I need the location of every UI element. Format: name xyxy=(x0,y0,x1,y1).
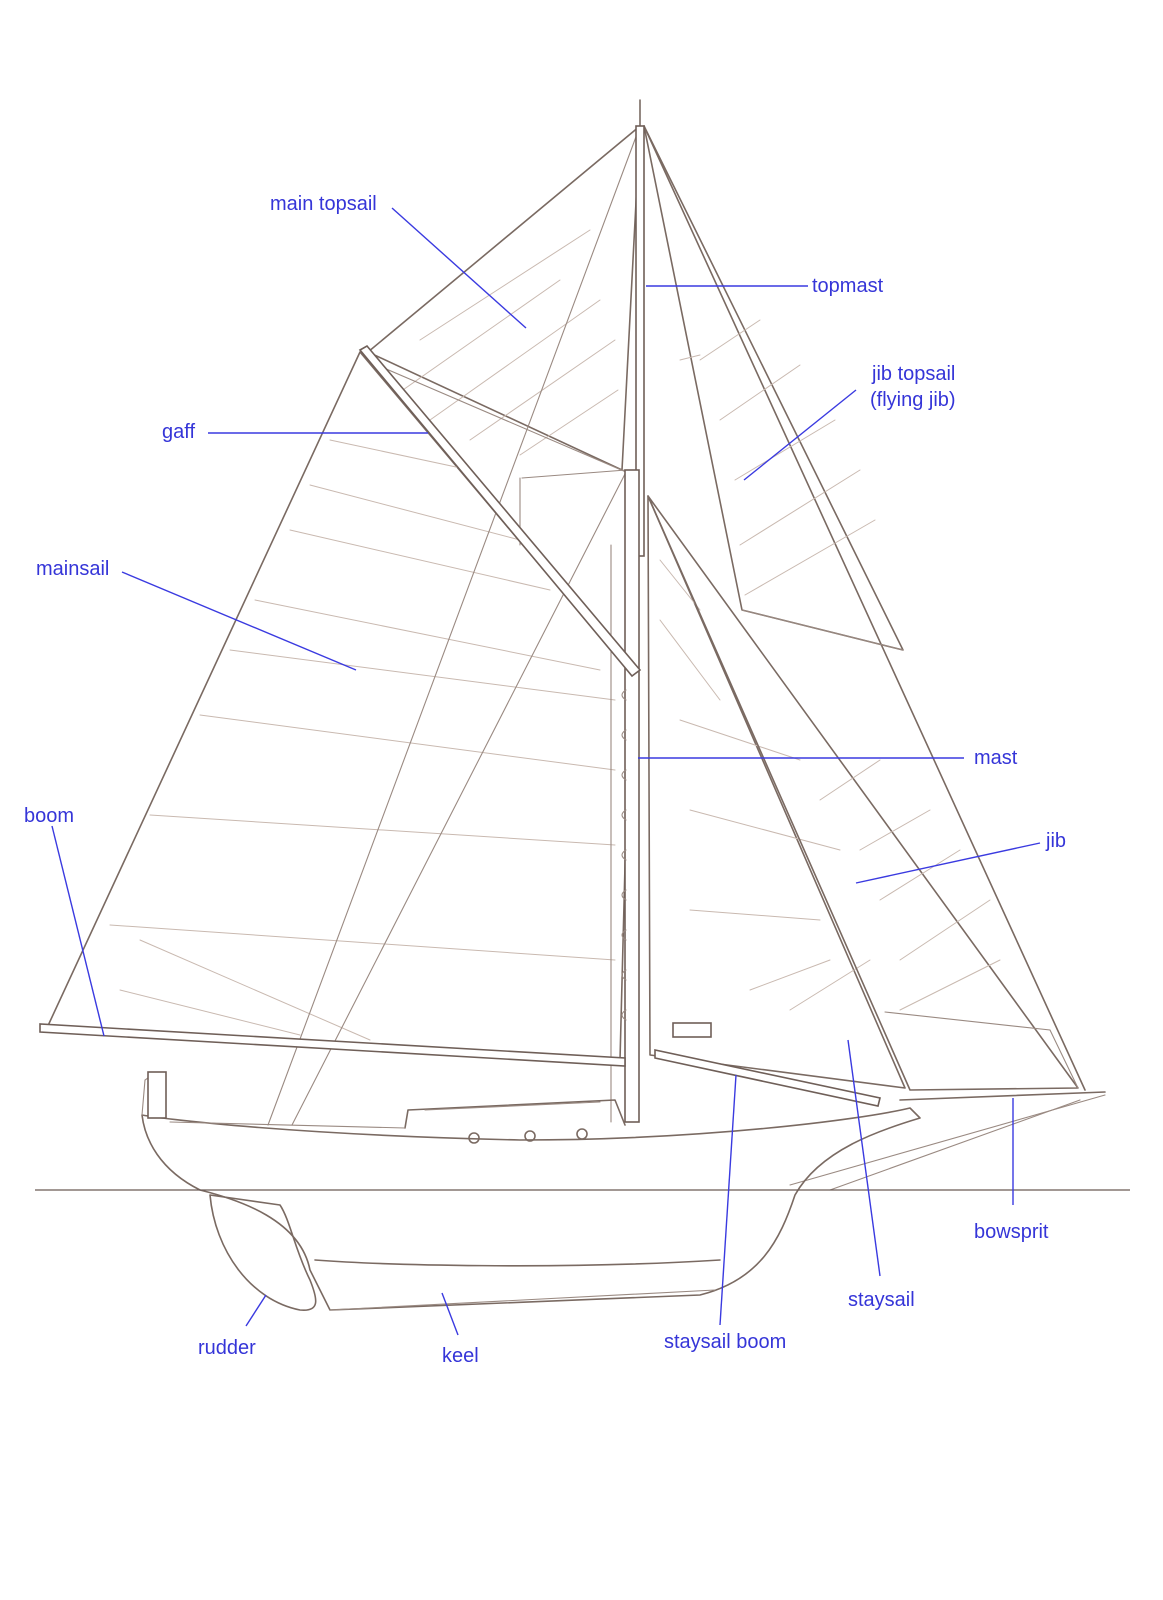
label-jib: jib xyxy=(1045,830,1066,852)
leader-lines xyxy=(51,207,1041,1336)
label-boom: boom xyxy=(24,805,74,827)
leader-main-topsail xyxy=(391,207,527,329)
jib-sail xyxy=(647,495,1079,1091)
leader-jib-topsail xyxy=(743,389,857,481)
label-flying-jib: (flying jib) xyxy=(870,389,956,411)
leader-staysail xyxy=(847,1039,881,1277)
staysail-sail xyxy=(647,495,906,1089)
labels: main topsail topmast jib topsail (flying… xyxy=(24,193,1066,1367)
label-main-topsail: main topsail xyxy=(270,193,377,215)
gaff-spar xyxy=(358,344,642,678)
label-mast: mast xyxy=(974,747,1018,769)
topmast-spar xyxy=(635,99,645,557)
label-staysail-boom: staysail boom xyxy=(664,1331,786,1353)
sailboat-drawing xyxy=(35,99,1130,1311)
mainsail-sail xyxy=(45,351,631,1061)
label-gaff: gaff xyxy=(162,421,195,443)
label-mainsail: mainsail xyxy=(36,558,109,580)
label-keel: keel xyxy=(442,1345,479,1367)
leader-jib xyxy=(855,842,1041,884)
leader-staysail-boom xyxy=(719,1074,737,1326)
leader-rudder xyxy=(245,1294,267,1327)
label-jib-topsail: jib topsail xyxy=(871,363,955,385)
hull xyxy=(141,1071,921,1311)
leader-mainsail xyxy=(121,571,357,671)
label-topmast: topmast xyxy=(812,275,884,297)
jib-topsail-sail xyxy=(643,125,1086,1091)
keel xyxy=(314,1259,721,1311)
bowsprit-spar xyxy=(789,1091,1106,1191)
main-topsail-sail xyxy=(367,125,641,471)
staysail-boom-spar xyxy=(654,1022,881,1107)
leader-keel xyxy=(441,1292,459,1336)
label-rudder: rudder xyxy=(198,1337,256,1359)
mast-spar xyxy=(610,469,640,1123)
leader-boom xyxy=(51,825,105,1037)
boom-spar xyxy=(39,1023,626,1067)
rigging xyxy=(267,125,904,1126)
label-bowsprit: bowsprit xyxy=(974,1221,1049,1243)
rudder xyxy=(209,1194,317,1311)
label-staysail: staysail xyxy=(848,1289,915,1311)
